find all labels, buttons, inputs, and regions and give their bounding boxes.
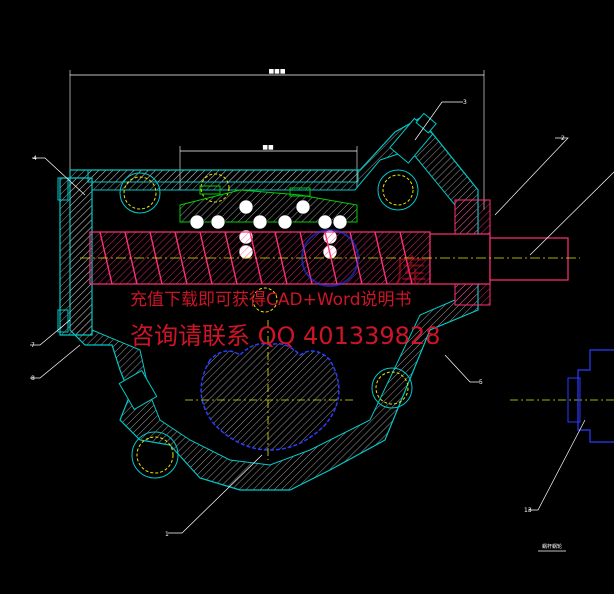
part-label-group: 3 2 4 7 8 5 1 13 [31,99,565,538]
part-label-5: 5 [479,379,483,386]
bolt-holes [123,173,414,474]
part-label-13: 13 [524,507,532,514]
bearing-cage [179,185,358,223]
overall-dimension-text: ■■■ [268,68,285,75]
part-label-2: 2 [561,135,565,142]
part-label-1: 1 [165,531,169,538]
watermark-line-2: 咨询请联系 QQ 401339828 [130,322,440,350]
worm-shaft [80,231,580,285]
overall-dimension: ■■■ [69,68,485,210]
watermark-line-1: 充值下载即可获得CAD+Word说明书 [130,290,412,310]
watermark-logo: 库 [395,252,427,290]
inner-dimension-text: ■■ [262,144,274,151]
part-label-3: 3 [463,99,467,106]
side-view [510,349,614,443]
leaders [30,101,614,534]
part-label-7: 7 [31,342,35,349]
title-caption: 蜗杆蜗轮 [538,543,566,552]
bolt-rings [119,169,419,479]
part-label-4: 4 [33,155,37,162]
caption-text: 蜗杆蜗轮 [542,543,562,550]
part-label-8: 8 [31,375,35,382]
watermark: 库 充值下载即可获得CAD+Word说明书 咨询请联系 QQ 401339828 [130,229,440,350]
worm-gear [185,320,355,460]
